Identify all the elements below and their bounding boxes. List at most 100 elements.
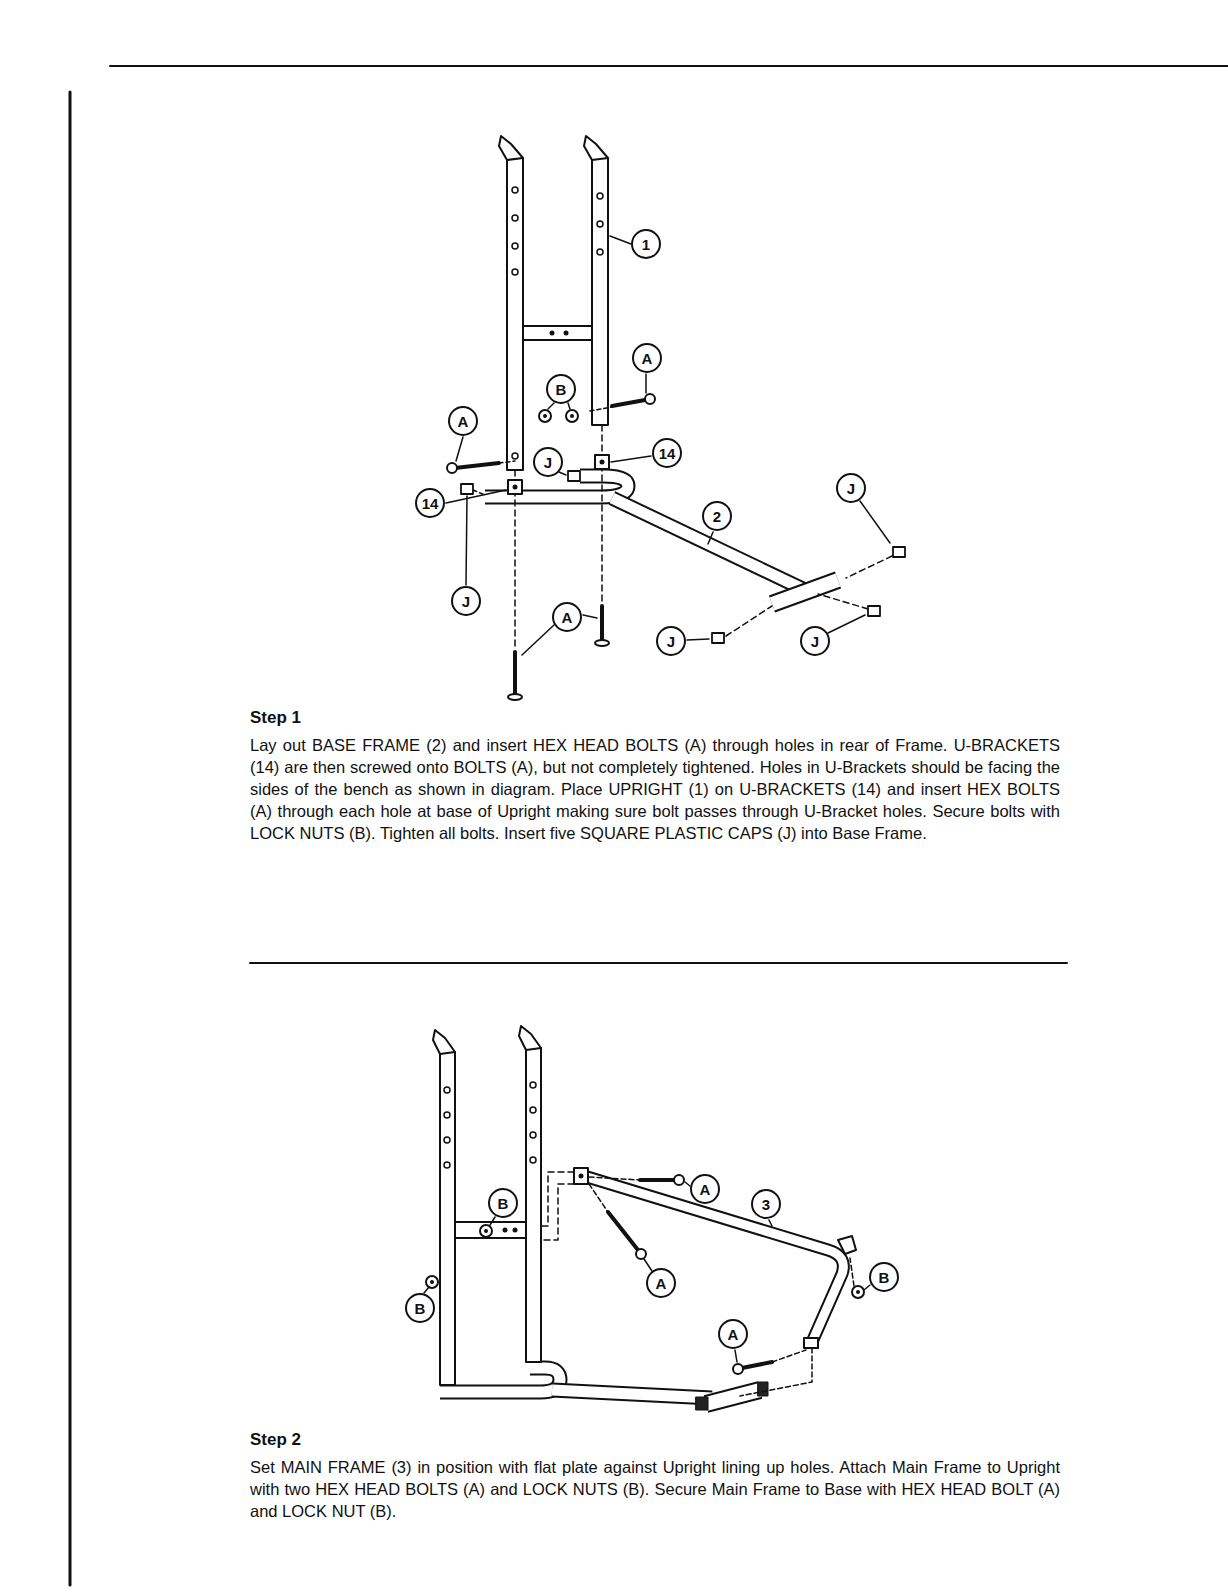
upright-post (526, 1048, 541, 1362)
lock-nut (856, 1290, 860, 1294)
hex-bolt (600, 606, 604, 640)
plastic-cap (696, 1397, 708, 1410)
hole (600, 460, 605, 465)
hex-bolt (612, 400, 645, 406)
tube-outline (485, 476, 628, 497)
plastic-cap (868, 606, 880, 616)
bolt-head (645, 394, 655, 404)
hole (513, 1228, 518, 1233)
hex-bolt (742, 1362, 772, 1368)
instruction-text: Set MAIN FRAME (3) in position with flat… (250, 1456, 1060, 1522)
hex-bolt (640, 1178, 674, 1182)
bar-hook (499, 136, 523, 160)
hole (597, 249, 603, 255)
bolt-head (674, 1175, 684, 1185)
callout-number: A (656, 1276, 667, 1291)
leader-line (522, 625, 554, 655)
callout-circle: A (690, 1174, 720, 1204)
callout-number: J (811, 634, 819, 649)
hole (530, 1082, 536, 1088)
callout-circle: 3 (751, 1189, 781, 1219)
callout-circle: J (533, 447, 563, 477)
hole (564, 331, 569, 336)
hole (597, 221, 603, 227)
callout-number: 1 (642, 237, 650, 252)
lock-nut (543, 414, 547, 418)
page-rule (110, 65, 1228, 67)
hole (550, 331, 555, 336)
leader-line (568, 403, 570, 409)
hole (579, 1174, 584, 1179)
callout-number: A (458, 414, 469, 429)
assembly-line (846, 556, 892, 578)
leader-line (687, 639, 709, 640)
callout-circle: B (488, 1188, 518, 1218)
hole (444, 1162, 450, 1168)
bolt-head (733, 1364, 743, 1374)
assembly-line (514, 470, 516, 648)
hole (444, 1087, 450, 1093)
callout-circle: 1 (631, 229, 661, 259)
hole (530, 1132, 536, 1138)
callout-circle: 14 (652, 438, 682, 468)
plastic-cap (461, 484, 473, 494)
assembly-line (590, 407, 612, 411)
leader-line (610, 236, 631, 244)
callout-circle: A (646, 1268, 676, 1298)
tube-outline (772, 580, 838, 604)
section-rule (250, 962, 1067, 964)
tube-fill (485, 476, 628, 497)
tube-fill (706, 1390, 760, 1404)
hole (597, 193, 603, 199)
callout-circle: B (869, 1262, 899, 1292)
assembly-line (601, 425, 603, 603)
plastic-cap (758, 1382, 768, 1396)
callout-number: J (667, 634, 675, 649)
hole (512, 453, 518, 459)
plastic-cap (712, 633, 724, 643)
step-heading: Step 2 (250, 1430, 301, 1450)
callout-number: A (700, 1182, 711, 1197)
crossbar (523, 326, 592, 340)
leader-line (864, 1285, 870, 1290)
leader-line (645, 374, 647, 393)
callout-circle: B (546, 374, 576, 404)
leader-line (708, 532, 713, 544)
plastic-cap (568, 471, 580, 481)
frame-plate (804, 1338, 818, 1348)
lock-nut (426, 1276, 438, 1288)
callout-circle: J (800, 626, 830, 656)
leader-line (490, 1217, 495, 1225)
u-bracket (508, 480, 522, 494)
callout-number: 14 (659, 446, 676, 461)
bar-hook (433, 1030, 455, 1054)
callout-circle: 14 (415, 488, 445, 518)
lock-nut (539, 410, 551, 422)
tube-outline (440, 1368, 560, 1392)
assembly-line (499, 461, 515, 463)
tube-fill (612, 498, 805, 590)
bar-hook (584, 136, 608, 160)
tube-fill (552, 1390, 712, 1398)
assembly-line (541, 1184, 574, 1240)
leader-line (446, 490, 506, 503)
leader-line (611, 456, 651, 462)
callout-number: 3 (762, 1197, 770, 1212)
leader-line (644, 1259, 652, 1271)
leader-line (424, 1287, 429, 1293)
assembly-line (589, 1177, 640, 1180)
bar-hook (519, 1026, 541, 1050)
tube-outline (706, 1390, 760, 1404)
leader-line (860, 501, 890, 543)
hole (512, 215, 518, 221)
tube-fill (772, 580, 838, 604)
hole (503, 1228, 508, 1233)
hole (512, 243, 518, 249)
step-heading: Step 1 (250, 708, 301, 728)
leader-line (828, 615, 865, 633)
lock-nut (484, 1229, 488, 1233)
lock-nut (430, 1280, 434, 1284)
assembly-line (850, 1258, 854, 1286)
leader-line (769, 1220, 772, 1226)
